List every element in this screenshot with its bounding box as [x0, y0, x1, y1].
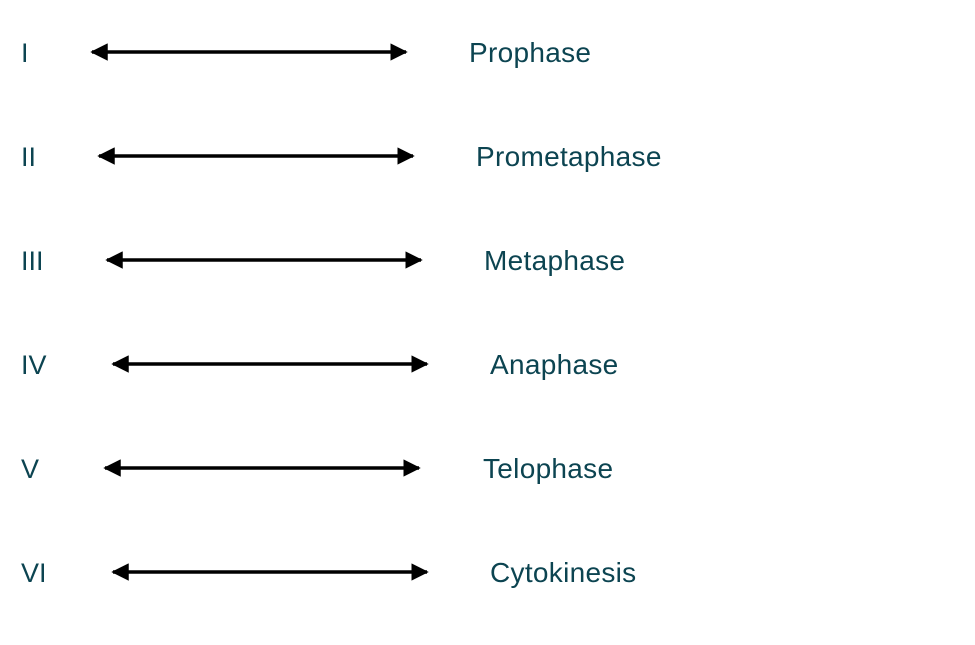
row-numeral: V — [21, 454, 39, 484]
row-numeral: I — [21, 38, 29, 68]
phase-row: II Prometaphase — [21, 141, 662, 172]
phase-label: Anaphase — [490, 349, 619, 380]
row-numeral: III — [21, 246, 44, 276]
row-numeral: VI — [21, 558, 47, 588]
row-numeral: IV — [21, 350, 47, 380]
phase-row: IV Anaphase — [21, 349, 619, 380]
phase-row: V Telophase — [21, 453, 613, 484]
phase-row: I Prophase — [21, 37, 591, 68]
row-numeral: II — [21, 142, 36, 172]
phase-label: Prophase — [469, 37, 591, 68]
phase-row: VI Cytokinesis — [21, 557, 636, 588]
phase-label: Cytokinesis — [490, 557, 636, 588]
phase-row: III Metaphase — [21, 245, 625, 276]
phase-label: Prometaphase — [476, 141, 662, 172]
phase-label: Metaphase — [484, 245, 625, 276]
phase-label: Telophase — [483, 453, 613, 484]
